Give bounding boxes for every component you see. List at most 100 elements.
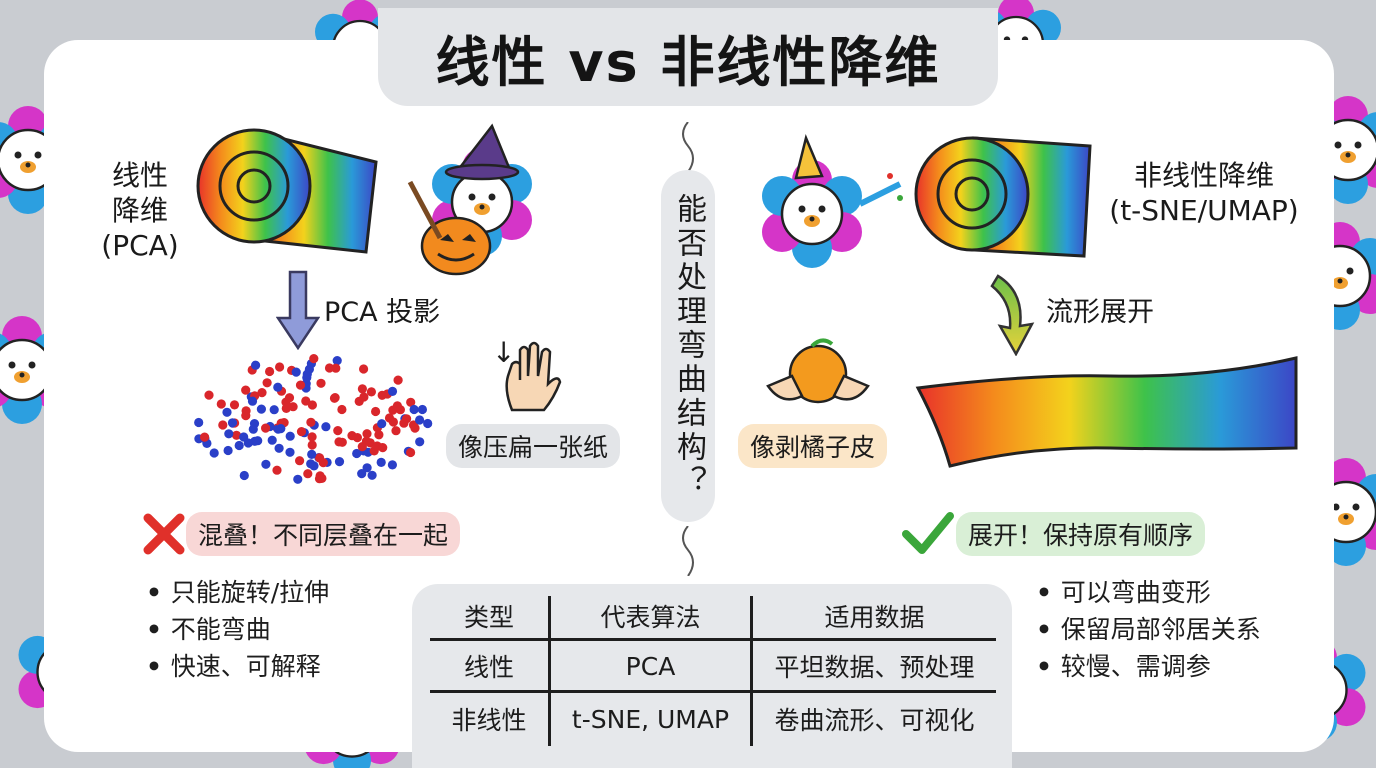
scatter-point <box>352 433 362 443</box>
table-cell: 平坦数据、预处理 <box>774 653 975 682</box>
mixed-scatter-plot <box>194 354 433 484</box>
scatter-point <box>391 426 401 436</box>
scatter-point <box>387 386 398 396</box>
scatter-point <box>200 432 210 442</box>
scatter-point <box>387 460 397 470</box>
scatter-point <box>222 407 232 417</box>
squiggle-divider <box>682 122 694 172</box>
scatter-point <box>204 390 214 400</box>
scatter-point <box>415 415 425 425</box>
scatter-point <box>218 420 228 430</box>
list-item: 快速、可解释 <box>146 648 329 685</box>
right-analogy-label: 像剥橘子皮 <box>738 424 888 468</box>
scatter-point <box>295 456 305 466</box>
party-mascot-icon <box>760 134 903 270</box>
check-mark-icon <box>902 512 954 554</box>
scatter-point <box>303 469 313 479</box>
scatter-point <box>262 378 272 388</box>
left-heading-line: 线性 <box>111 159 168 192</box>
scatter-point <box>276 424 286 434</box>
table-header: 适用数据 <box>824 603 925 632</box>
scatter-point <box>377 419 387 429</box>
cross-mark-icon <box>143 513 185 555</box>
scatter-point <box>367 470 377 480</box>
scatter-point <box>362 429 372 439</box>
right-heading-line: (t-SNE/UMAP) <box>1109 194 1299 227</box>
scatter-point <box>247 396 258 406</box>
left-verdict-label: 混叠！不同层叠在一起 <box>186 512 461 556</box>
scatter-point <box>409 404 419 415</box>
scatter-point <box>357 384 367 394</box>
swiss-roll-illustration <box>914 136 1092 258</box>
scatter-point <box>227 418 238 428</box>
swiss-roll-illustration <box>196 128 378 254</box>
scatter-point <box>307 432 317 442</box>
scatter-point <box>315 453 325 463</box>
left-arrow-label: PCA 投影 <box>324 297 441 328</box>
scatter-point <box>406 397 416 407</box>
table-cell: PCA <box>625 651 676 681</box>
scatter-point <box>376 457 386 467</box>
scatter-point <box>337 404 347 415</box>
scatter-point <box>261 459 271 469</box>
scatter-point <box>285 447 295 457</box>
scatter-point <box>321 422 331 432</box>
scatter-point <box>272 465 282 475</box>
left-heading-line: 降维 <box>111 194 168 227</box>
left-heading-line: (PCA) <box>101 229 179 262</box>
unfold-arrow-icon <box>990 274 1035 356</box>
down-arrow-icon: ↓ <box>492 336 516 369</box>
scatter-point <box>261 423 271 433</box>
scatter-point <box>285 431 295 441</box>
scatter-point <box>306 459 316 469</box>
scatter-point <box>307 449 317 459</box>
scatter-point <box>359 392 369 402</box>
scatter-point <box>371 406 381 417</box>
scatter-point <box>224 429 234 439</box>
scatter-point <box>284 393 295 403</box>
table-header: 代表算法 <box>600 603 701 632</box>
scatter-point <box>393 375 403 385</box>
scatter-point <box>362 463 372 473</box>
scatter-point <box>301 396 311 406</box>
scatter-point <box>317 473 327 483</box>
list-item: 保留局部邻居关系 <box>1036 611 1261 648</box>
scatter-point <box>243 438 253 448</box>
scatter-point <box>307 440 317 450</box>
scatter-point <box>281 403 291 413</box>
scatter-point <box>388 417 398 427</box>
scatter-point <box>234 440 244 451</box>
scatter-point <box>410 423 420 433</box>
scatter-point <box>229 400 240 410</box>
scatter-point <box>334 437 344 447</box>
list-item: 较慢、需调参 <box>1036 648 1261 685</box>
right-bullet-list: 可以弯曲变形 保留局部邻居关系 较慢、需调参 <box>1036 574 1261 685</box>
right-arrow-label: 流形展开 <box>1046 297 1154 328</box>
scatter-point <box>265 366 275 377</box>
scatter-point <box>307 400 317 410</box>
scatter-point <box>330 393 340 403</box>
scatter-point <box>239 470 249 481</box>
unrolled-manifold-ribbon <box>915 356 1298 468</box>
scatter-point <box>256 404 266 414</box>
scatter-point <box>273 382 283 392</box>
scatter-point <box>291 367 301 377</box>
scatter-point <box>334 457 345 467</box>
scatter-point <box>423 418 433 429</box>
squiggle-divider <box>682 526 694 576</box>
scatter-point <box>241 385 251 395</box>
scatter-point <box>251 360 261 370</box>
table-header: 类型 <box>463 603 514 632</box>
scatter-point <box>417 404 427 415</box>
scatter-point <box>248 424 258 434</box>
scatter-point <box>209 448 219 458</box>
center-question-pill: 能否处理弯曲结构？ <box>661 170 715 522</box>
left-bullet-list: 只能旋转/拉伸 不能弯曲 快速、可解释 <box>146 574 329 685</box>
scatter-point <box>302 369 312 379</box>
scatter-point <box>333 426 343 436</box>
scatter-point <box>275 362 285 372</box>
scatter-point <box>357 442 367 452</box>
scatter-point <box>374 430 384 440</box>
scatter-point <box>306 417 316 427</box>
scatter-point <box>365 438 375 448</box>
